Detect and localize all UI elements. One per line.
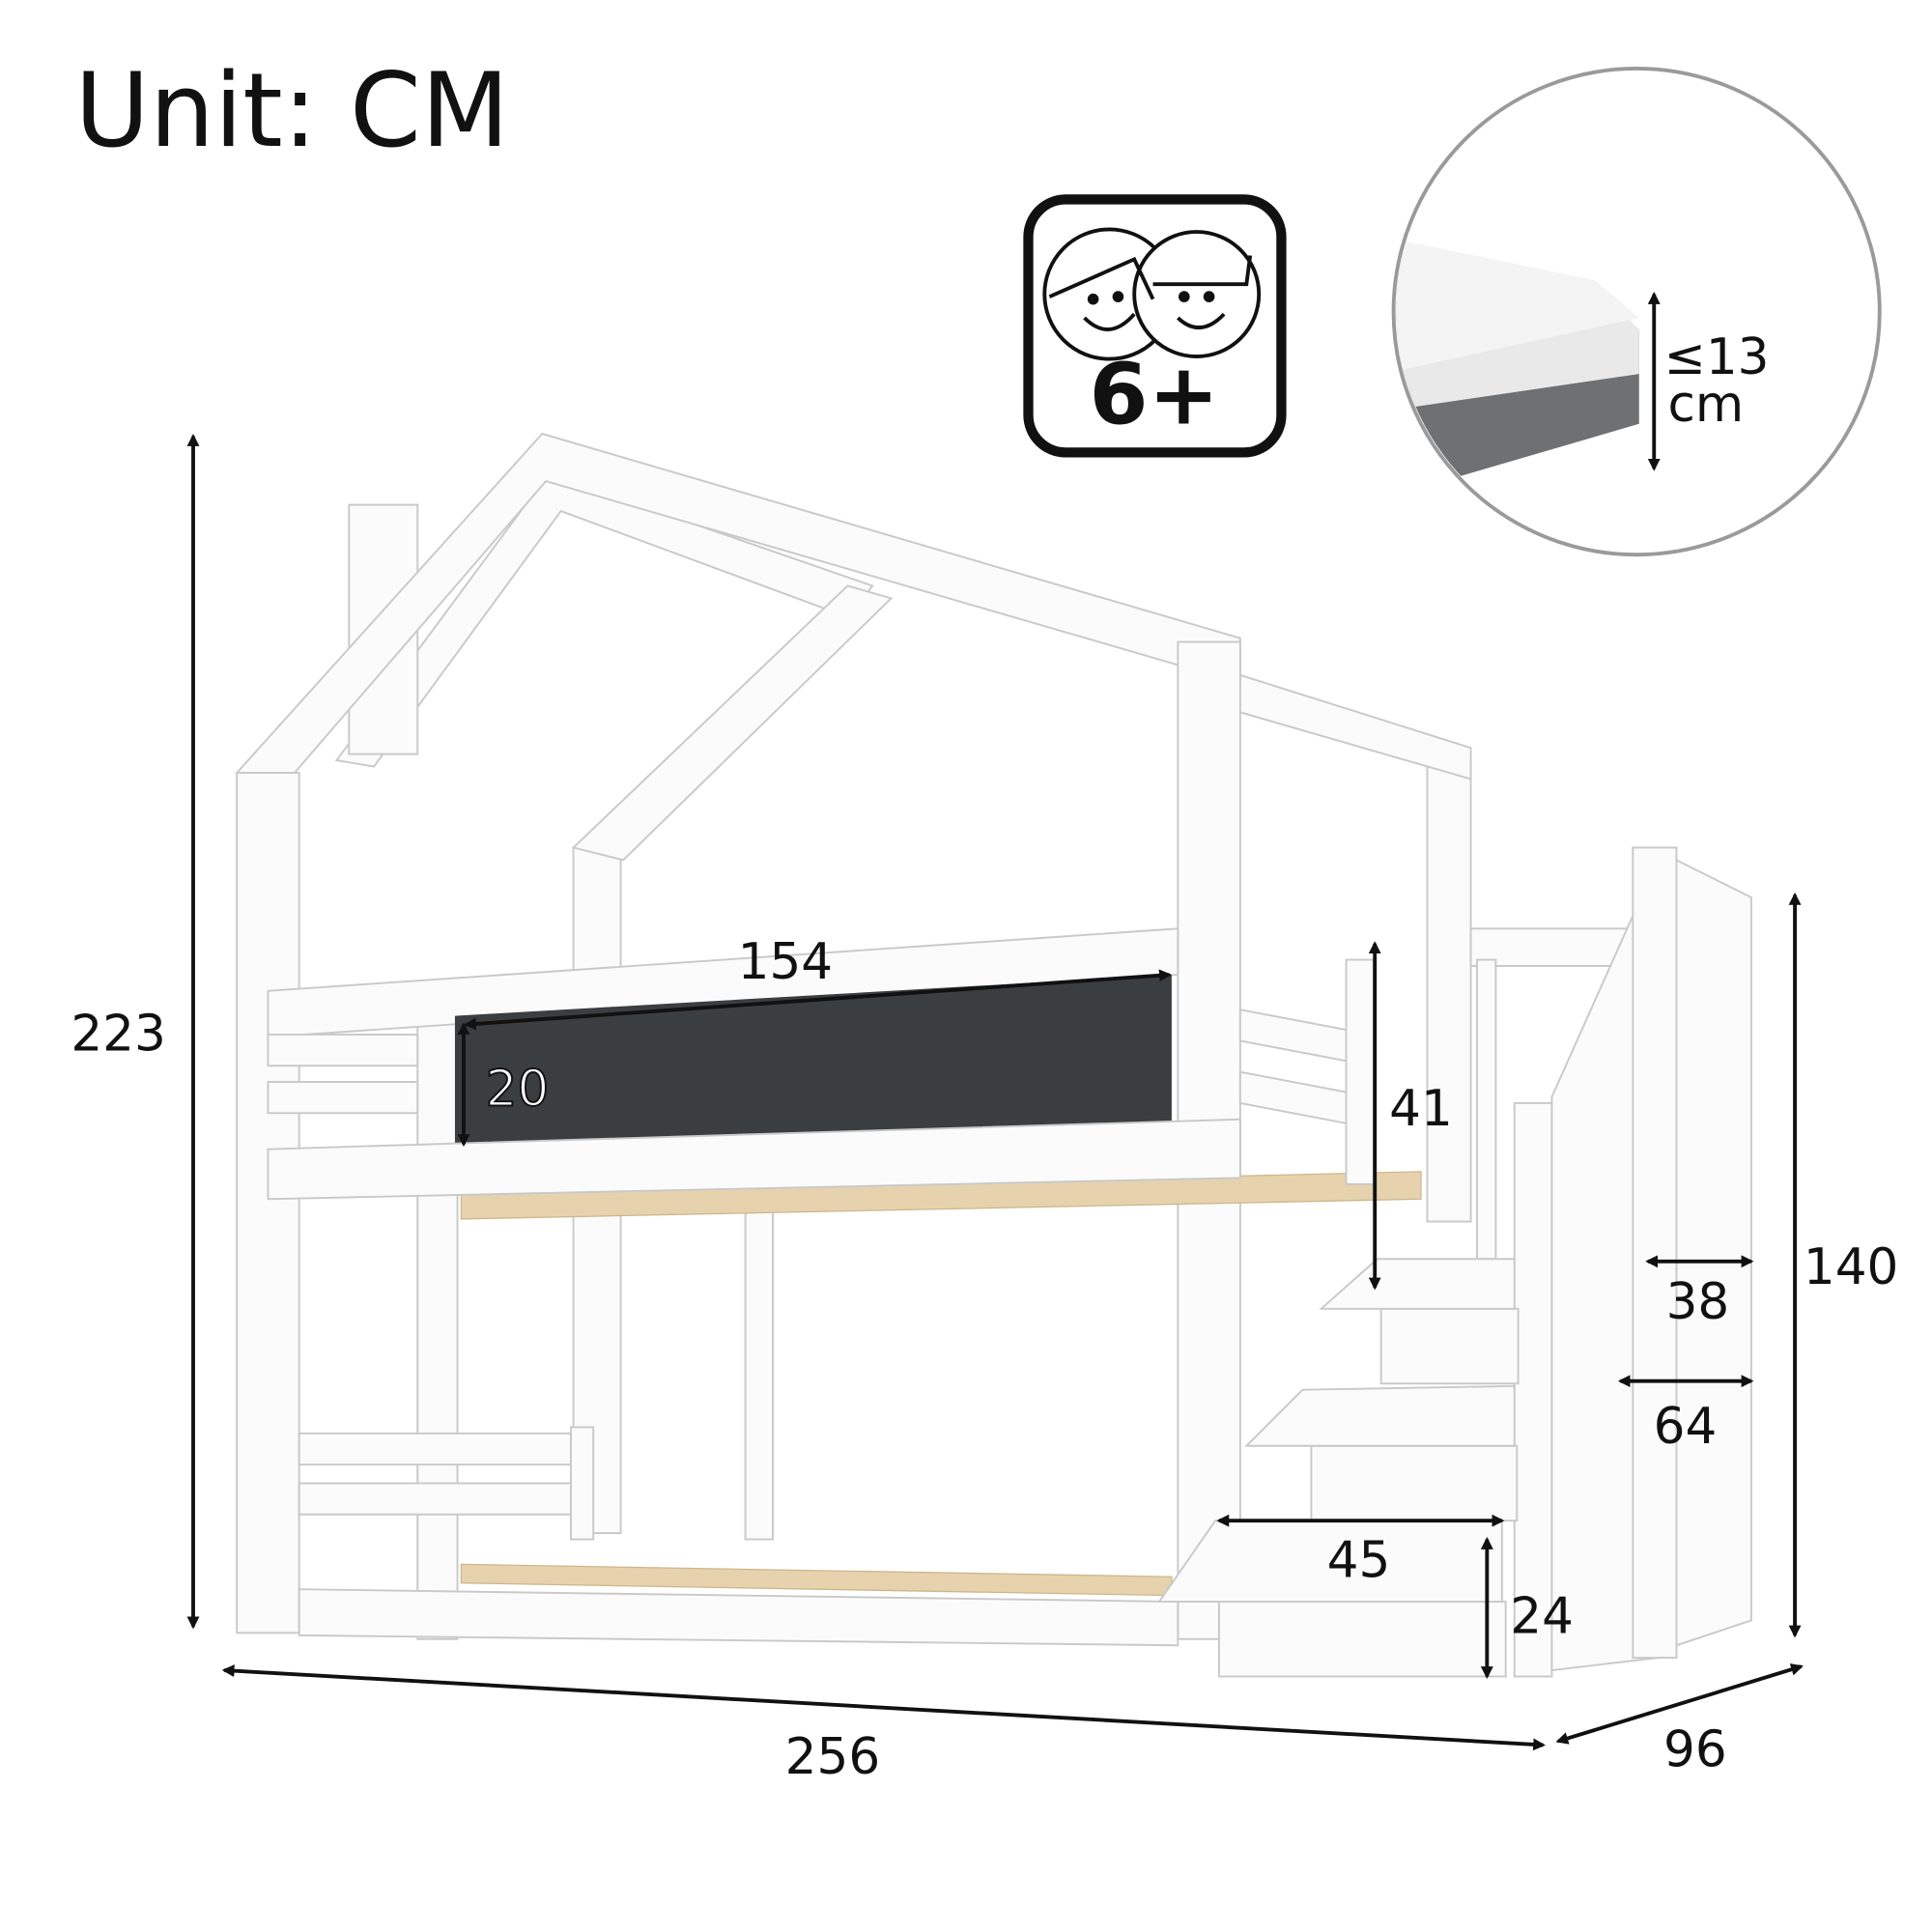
total-height-label: 223 [71,1006,166,1064]
guardrail-height-label: 41 [1389,1080,1453,1138]
lower-slats [460,1563,1173,1597]
step-width-label: 45 [1327,1531,1391,1589]
mattress-callout: ≤13 cm [1391,67,1882,557]
upper-bed-length-label: 154 [738,933,834,991]
stair-top-width-label: 38 [1666,1273,1730,1331]
mattress-thickness-unit: cm [1667,376,1744,434]
mattress-thickness-label: ≤13 [1664,328,1770,386]
age-label: 6+ [1090,346,1220,444]
total-length-label: 256 [785,1728,881,1786]
storage-staircase [1157,846,1752,1678]
stair-height-label: 140 [1804,1238,1899,1296]
length-256-arrow [221,1664,1546,1751]
unit-label: Unit: CM [74,51,509,170]
stair-bottom-width-label: 64 [1654,1398,1718,1456]
two-children-faces-icon [1042,227,1262,361]
step-height-label: 24 [1510,1587,1574,1645]
bunk-bed-illustration [235,432,1752,1678]
blackboard-height-label: 20 [486,1061,550,1119]
depth-label: 96 [1663,1720,1727,1778]
depth-96-arrow [1555,1663,1804,1745]
mattress-image [1396,237,1639,499]
upper-length-arrow [464,969,1172,1031]
age-badge: 6+ [1023,194,1287,458]
